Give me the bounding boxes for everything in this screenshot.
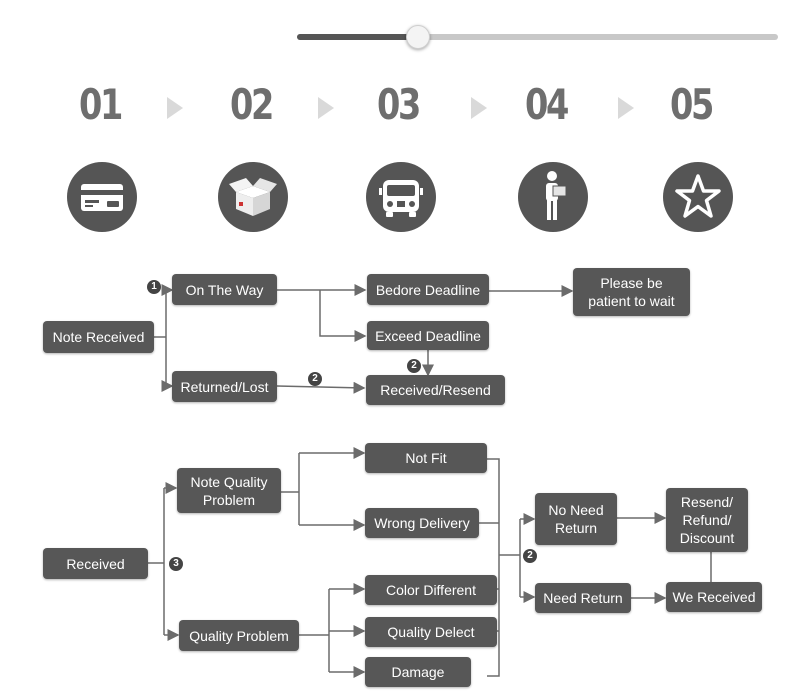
step-number-05: 05 bbox=[670, 80, 714, 129]
step-number-02: 02 bbox=[230, 80, 274, 129]
step-arrow-icon bbox=[471, 97, 487, 119]
bus-icon bbox=[366, 162, 436, 232]
node-no-need-return: No Need Return bbox=[535, 493, 617, 545]
step-arrow-icon bbox=[618, 97, 634, 119]
node-we-received: We Received bbox=[666, 582, 762, 612]
node-color-different: Color Different bbox=[365, 575, 497, 605]
step-number-04: 04 bbox=[525, 80, 569, 129]
node-on-the-way: On The Way bbox=[172, 274, 277, 305]
node-received: Received bbox=[43, 548, 148, 579]
step-badge-2: 2 bbox=[523, 549, 537, 563]
node-exceed-deadline: Exceed Deadline bbox=[367, 321, 489, 350]
node-please-wait: Please be patient to wait bbox=[573, 268, 690, 316]
step-number-03: 03 bbox=[377, 80, 421, 129]
node-received-resend: Received/Resend bbox=[366, 375, 505, 405]
step-badge-2: 2 bbox=[407, 359, 421, 373]
node-note-received: Note Received bbox=[43, 321, 154, 353]
node-quality-defect: Quality Delect bbox=[365, 617, 497, 647]
open-box-icon bbox=[218, 162, 288, 232]
step-badge-1: 1 bbox=[147, 280, 161, 294]
slider-thumb[interactable] bbox=[406, 25, 431, 49]
node-resend-refund-discount: Resend/ Refund/ Discount bbox=[666, 488, 748, 552]
step-arrow-icon bbox=[167, 97, 183, 119]
step-arrow-icon bbox=[318, 97, 334, 119]
slider-fill bbox=[297, 34, 418, 40]
node-not-fit: Not Fit bbox=[365, 443, 487, 473]
node-quality-problem: Quality Problem bbox=[179, 620, 299, 651]
step-number-01: 01 bbox=[79, 80, 123, 129]
step-badge-3: 3 bbox=[169, 557, 183, 571]
step-badge-2: 2 bbox=[308, 372, 322, 386]
node-need-return: Need Return bbox=[535, 583, 631, 613]
node-damage: Damage bbox=[365, 657, 471, 687]
node-wrong-delivery: Wrong Delivery bbox=[365, 508, 479, 538]
node-note-quality-problem: Note Quality Problem bbox=[177, 468, 281, 513]
delivery-person-icon bbox=[518, 162, 588, 232]
star-icon bbox=[663, 162, 733, 232]
credit-card-icon bbox=[67, 162, 137, 232]
progress-slider[interactable] bbox=[297, 25, 778, 49]
node-before-deadline: Bedore Deadline bbox=[367, 274, 489, 305]
node-returned-lost: Returned/Lost bbox=[172, 371, 277, 402]
